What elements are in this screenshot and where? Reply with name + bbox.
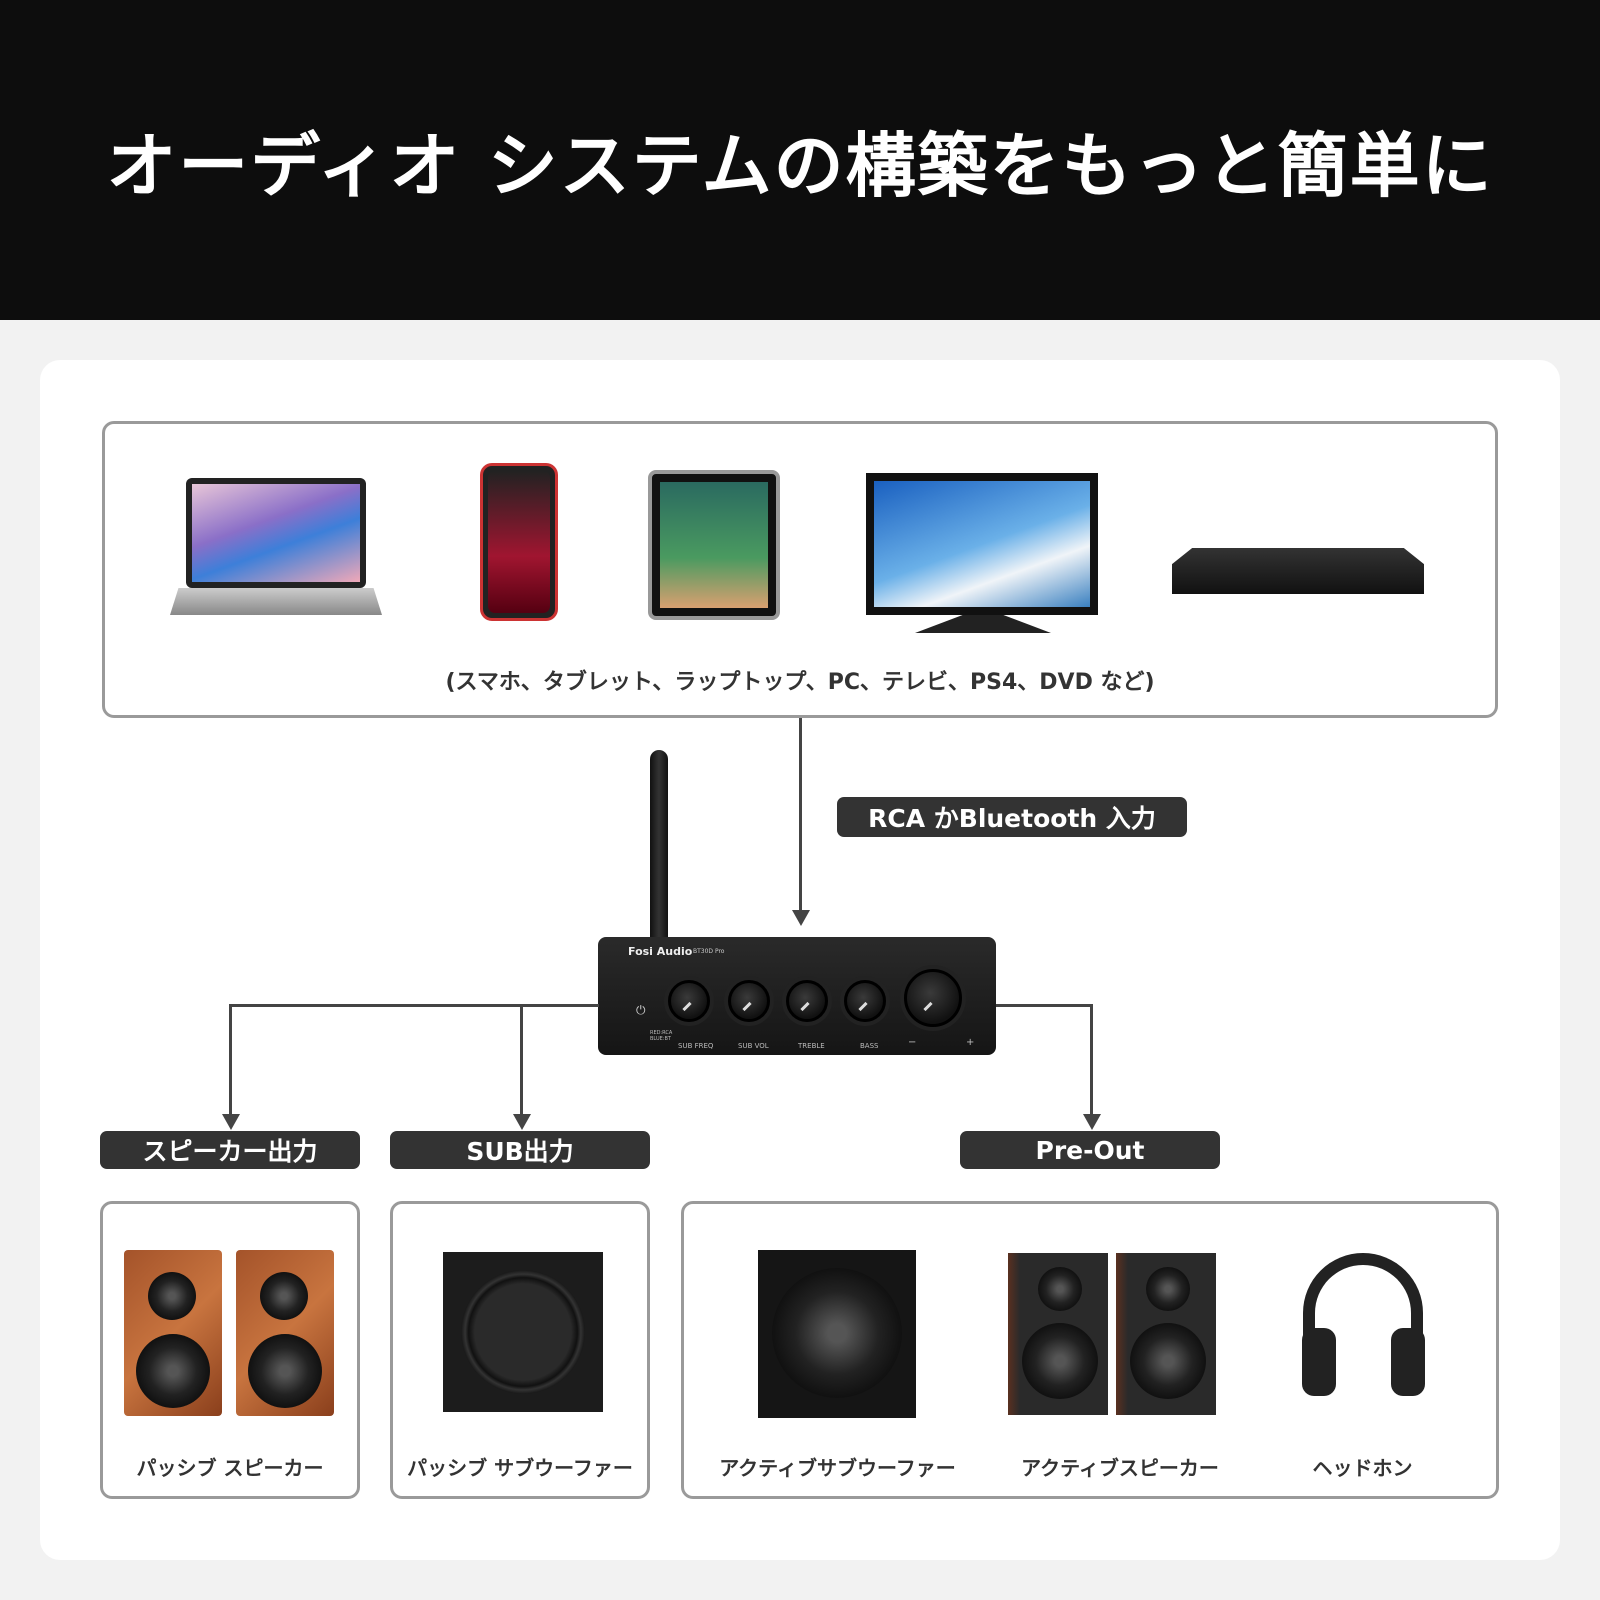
sub-freq-knob[interactable] (668, 980, 710, 1022)
arrow-down-icon (792, 910, 810, 926)
volume-knob[interactable] (904, 969, 962, 1027)
arrow-down-icon (222, 1114, 240, 1130)
passive-speaker-image (236, 1250, 334, 1416)
preout-line (1090, 1004, 1093, 1118)
television-image (866, 473, 1098, 615)
active-speaker-image (1008, 1253, 1108, 1415)
speaker-output-label: スピーカー出力 (100, 1131, 360, 1169)
volume-minus: − (908, 1037, 917, 1048)
arrow-down-icon (513, 1114, 531, 1130)
antenna (650, 750, 668, 942)
knob-label: SUB VOL (738, 1042, 769, 1050)
output-line-left (229, 1004, 599, 1007)
smartphone-image (480, 463, 558, 621)
treble-knob[interactable] (786, 980, 828, 1022)
item-caption: ヘッドホン (1312, 1456, 1413, 1480)
volume-plus: + (966, 1037, 975, 1048)
sub-vol-knob[interactable] (728, 980, 770, 1022)
arrow-down-icon (1083, 1114, 1101, 1130)
headphone-cup-left (1302, 1328, 1336, 1396)
page-title: オーディオ システムの構築をもっと簡単に (106, 124, 1494, 207)
laptop-image (186, 478, 366, 588)
sources-caption: (スマホ、タブレット、ラップトップ、PC、テレビ、PS4、DVD など) (445, 670, 1155, 695)
passive-speaker-image (124, 1250, 222, 1416)
knob-label: BASS (860, 1042, 879, 1050)
header-banner: オーディオ システムの構築をもっと簡単に (0, 0, 1600, 320)
laptop-base (170, 588, 382, 615)
amp-brand: Fosi Audio (628, 945, 693, 958)
active-speaker-image (1116, 1253, 1216, 1415)
item-caption: アクティブサブウーファー (719, 1456, 956, 1480)
sub-out-line (520, 1004, 523, 1118)
dvd-player-image (1172, 548, 1424, 594)
bass-knob[interactable] (844, 980, 886, 1022)
item-caption: パッシブ サブウーファー (407, 1456, 633, 1480)
output-line-right (996, 1004, 1092, 1007)
item-caption: パッシブ スピーカー (136, 1456, 324, 1480)
speaker-out-line (229, 1004, 232, 1118)
knob-label: TREBLE (798, 1042, 825, 1050)
preout-label: Pre-Out (960, 1131, 1220, 1169)
headphone-cup-right (1391, 1328, 1425, 1396)
item-caption: アクティブスピーカー (1021, 1456, 1219, 1480)
amplifier-image: Fosi Audio BT30D Pro ⏻ SUB FREQ SUB VOL … (598, 937, 996, 1055)
amp-model: BT30D Pro (693, 948, 725, 955)
led-label: RED:RCA BLUE:BT (650, 1030, 673, 1042)
active-subwoofer-image (758, 1250, 916, 1418)
tablet-image (648, 470, 780, 620)
power-icon: ⏻ (636, 1003, 646, 1017)
knob-label: SUB FREQ (678, 1042, 714, 1050)
sub-output-label: SUB出力 (390, 1131, 650, 1169)
input-line (799, 718, 802, 913)
passive-subwoofer-image (443, 1252, 603, 1412)
input-label: RCA かBluetooth 入力 (837, 797, 1187, 837)
